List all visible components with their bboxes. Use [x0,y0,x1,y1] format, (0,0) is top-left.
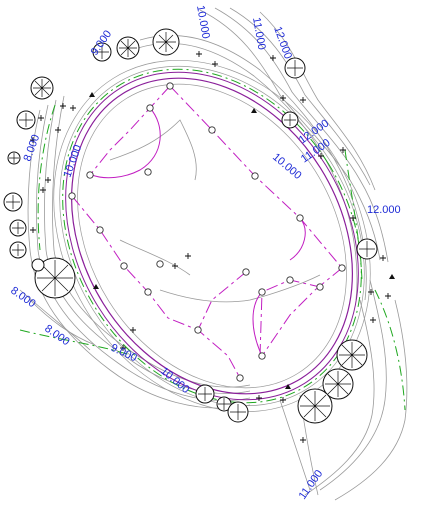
contour-label: 11.000 [297,468,326,502]
spot-markers [89,92,395,389]
tree-symbol [297,388,333,424]
contour-label: 12.000 [367,204,401,216]
tree-symbol [34,257,76,299]
contour-label: 11.000 [250,16,268,50]
trees [3,28,378,424]
survey-points [30,51,391,443]
track-outline [53,59,371,413]
tree-symbol [16,110,36,130]
contour-label: 8.000 [42,323,71,349]
tree-symbol [92,42,112,62]
tree-symbol [284,57,306,79]
pipe-network [71,85,343,379]
terrain-contours [19,7,408,501]
tree-symbol [31,258,45,272]
tree-symbol [322,368,354,400]
manholes [68,82,346,382]
tree-symbol [281,111,299,129]
tree-symbol [9,219,27,237]
contour-label: 12.000 [271,25,294,61]
tree-symbol [30,76,54,100]
site-boundary [19,68,406,411]
tree-symbol [227,401,249,423]
tree-symbol [195,384,215,404]
contour-label: 10.000 [62,143,85,179]
contour-labels: 10.000 11.000 12.000 9.000 8.000 10.000 … [8,4,400,501]
tree-symbol [9,241,27,259]
tree-symbol [216,396,232,412]
contour-label: 8.000 [8,285,37,311]
tree-symbol [116,36,140,60]
tree-symbol [3,192,23,212]
tree-symbol [356,238,378,260]
tree-symbol [7,151,21,165]
contour-label: 10.000 [194,4,212,39]
tree-symbol [152,28,180,56]
tree-symbol [336,339,368,371]
